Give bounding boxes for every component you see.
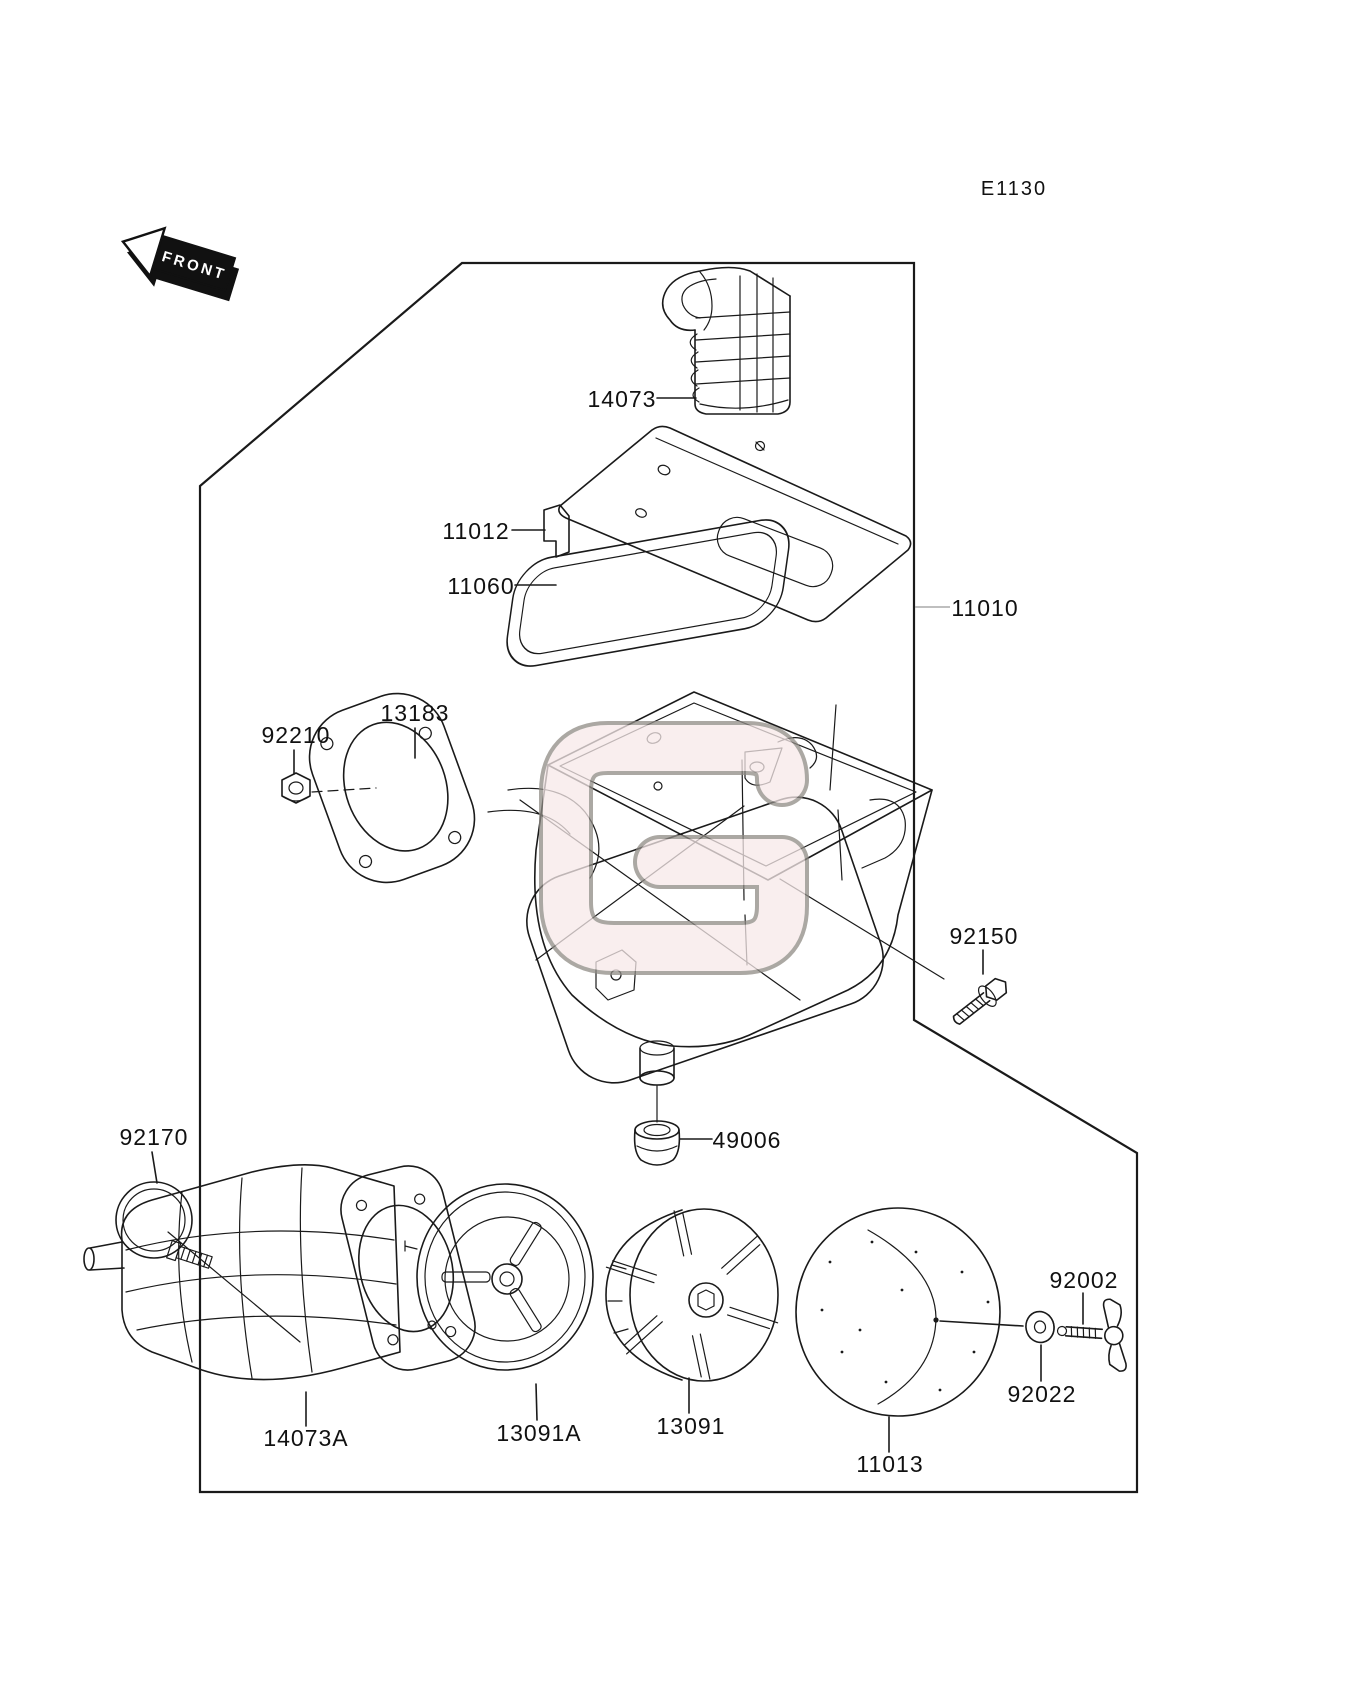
diagram-code-label: E1130: [981, 178, 1047, 200]
part-drawing-11012-plate: [543, 425, 912, 623]
part-drawing-11013-filter: [795, 1207, 1001, 1417]
part-drawing-14073A-duct: [83, 1164, 476, 1381]
part-label-13091: 13091: [657, 1413, 726, 1439]
part-label-92210: 92210: [262, 722, 331, 748]
part-drawing-13091A-plate: [404, 1183, 594, 1371]
leader-92170: [151, 1151, 158, 1184]
leader-13091A: [535, 1383, 538, 1421]
part-label-11013: 11013: [856, 1451, 923, 1477]
part-drawing-92022-washer: [1025, 1310, 1055, 1344]
part-label-14073A: 14073A: [263, 1425, 348, 1451]
part-drawing-13183-gasket: [308, 692, 476, 884]
diagram-border-frame: [198, 261, 1139, 1494]
part-label-92022: 92022: [1008, 1381, 1077, 1407]
part-drawing-92002-wing-bolt: [1056, 1298, 1127, 1372]
part-drawing-92210-nut: [281, 772, 311, 804]
watermark-g-logo: [539, 721, 809, 975]
part-drawing-92150-bolt: [952, 977, 1008, 1025]
part-label-49006: 49006: [713, 1127, 782, 1153]
part-drawing-92170-clamp: [115, 1181, 213, 1269]
part-drawing-11060-seal: [506, 519, 790, 667]
front-arrow: FRONT: [120, 226, 240, 302]
part-label-92150: 92150: [950, 923, 1019, 949]
part-label-11012: 11012: [442, 518, 509, 544]
part-label-14073: 14073: [588, 386, 657, 412]
part-drawing-49006-boot: [633, 1120, 681, 1166]
part-label-13091A: 13091A: [496, 1420, 581, 1446]
part-label-11010: 11010: [951, 595, 1018, 621]
leader-92210-dashed: [311, 787, 377, 793]
filter-speckles: [820, 1240, 990, 1392]
part-label-92002: 92002: [1050, 1267, 1119, 1293]
leader-92170-to-duct: [167, 1231, 301, 1343]
leader-11013-axis: [939, 1320, 1024, 1327]
part-drawing-13091-cage: [605, 1208, 779, 1382]
part-drawing-14073-duct: [661, 266, 791, 415]
part-label-11060: 11060: [447, 573, 514, 599]
front-arrow-head: [120, 226, 167, 279]
part-label-92170: 92170: [120, 1124, 189, 1150]
part-label-13183: 13183: [381, 700, 450, 726]
